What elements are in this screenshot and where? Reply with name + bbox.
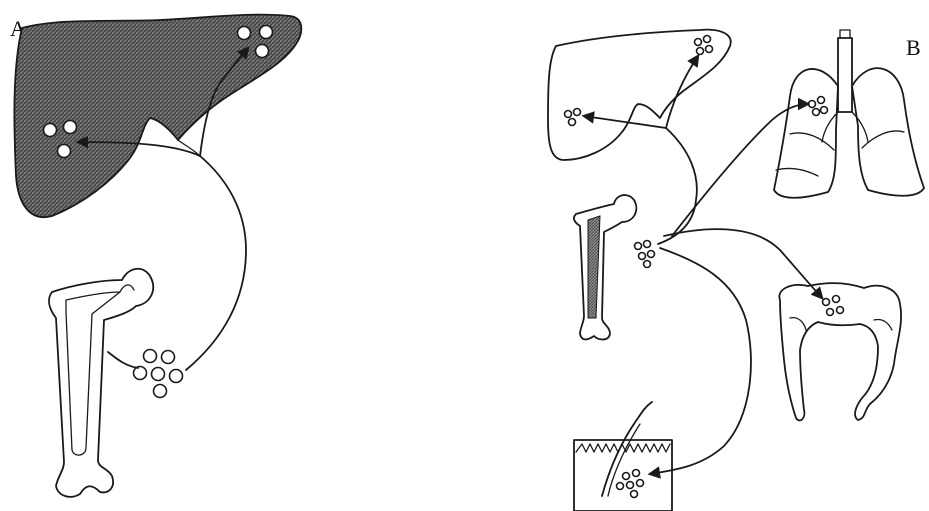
route-b-hub-to-liver [658, 128, 697, 244]
liver-b-lesions-left [565, 109, 581, 126]
liver-b-lesions-right [695, 36, 713, 55]
route-a-femur-to-liver [108, 352, 138, 368]
route-a-branch [178, 140, 200, 156]
arrow-b-to-colon [664, 229, 822, 298]
route-a-main [186, 156, 246, 370]
lung-lesions [809, 97, 828, 116]
bone-lesion-cluster-b [635, 241, 655, 268]
femur-a [49, 269, 153, 497]
lungs-b [774, 30, 924, 198]
bone-lesion-cluster-a [134, 350, 183, 398]
femur-b [574, 195, 636, 339]
skin-lesions [617, 470, 644, 498]
skin-b [574, 402, 672, 511]
colon-b [779, 283, 901, 420]
panel-b [548, 30, 924, 511]
panel-a [14, 15, 301, 497]
colon-lesions [823, 296, 844, 316]
